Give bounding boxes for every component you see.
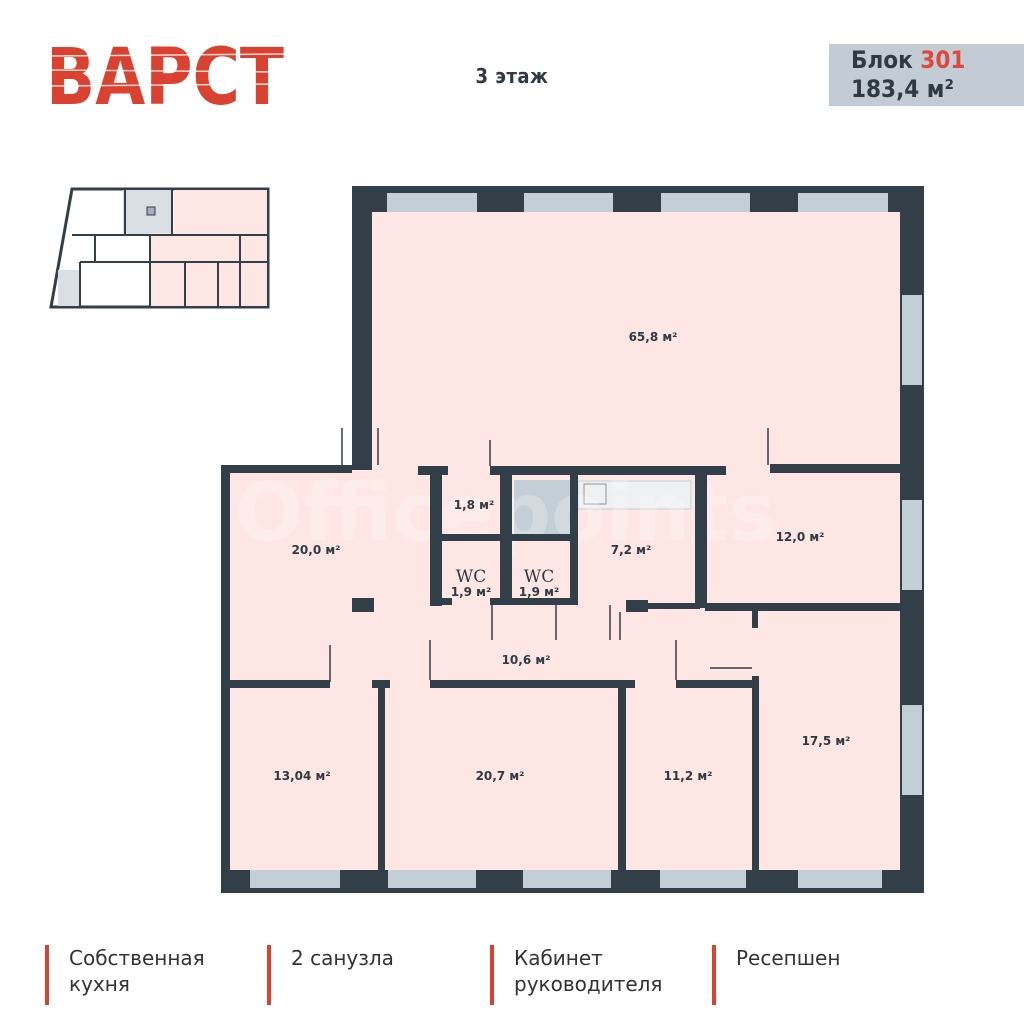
block-label: Блок xyxy=(851,46,913,74)
room-area-storage: 1,8 м² xyxy=(454,498,495,512)
room-labels: 65,8 м² 1,8 м² WC 1,9 м² WC 1,9 м² 7,2 м… xyxy=(273,330,850,783)
feature-director-office: Кабинет руководителя xyxy=(490,945,704,1005)
room-area-corridor: 10,6 м² xyxy=(502,653,551,667)
door-swings xyxy=(329,428,769,682)
windows xyxy=(250,193,922,888)
wc-label-1: WC xyxy=(456,567,486,587)
floor-label: 3 этаж xyxy=(475,64,549,88)
room-area-office-11: 11,2 м² xyxy=(664,769,713,783)
sink-icon xyxy=(583,483,607,505)
room-area-office-20-7: 20,7 м² xyxy=(476,769,525,783)
minimap xyxy=(49,187,270,309)
room-area-office-12: 12,0 м² xyxy=(776,530,825,544)
feature-reception: Ресепшен xyxy=(712,945,926,1005)
room-area-office-13: 13,04 м² xyxy=(273,769,330,783)
feature-kitchen: Собственная кухня xyxy=(45,945,259,1005)
room-area-wc-2: 1,9 м² xyxy=(519,585,560,599)
feature-bathrooms: 2 санузла xyxy=(267,945,481,1005)
room-area-reception: 20,0 м² xyxy=(292,543,341,557)
shaft xyxy=(514,480,570,540)
block-number: 301 xyxy=(920,46,966,74)
wc-label-2: WC xyxy=(524,567,554,587)
room-area-wc-1: 1,9 м² xyxy=(451,585,492,599)
block-area: 183,4 м² xyxy=(851,75,954,103)
room-area-main-hall: 65,8 м² xyxy=(629,330,678,344)
varst-logo: ВАРСТ xyxy=(46,44,286,106)
block-info-panel: Блок 301 183,4 м² xyxy=(829,44,1024,106)
room-area-kitchen: 7,2 м² xyxy=(611,543,652,557)
room-area-office-17: 17,5 м² xyxy=(802,734,851,748)
